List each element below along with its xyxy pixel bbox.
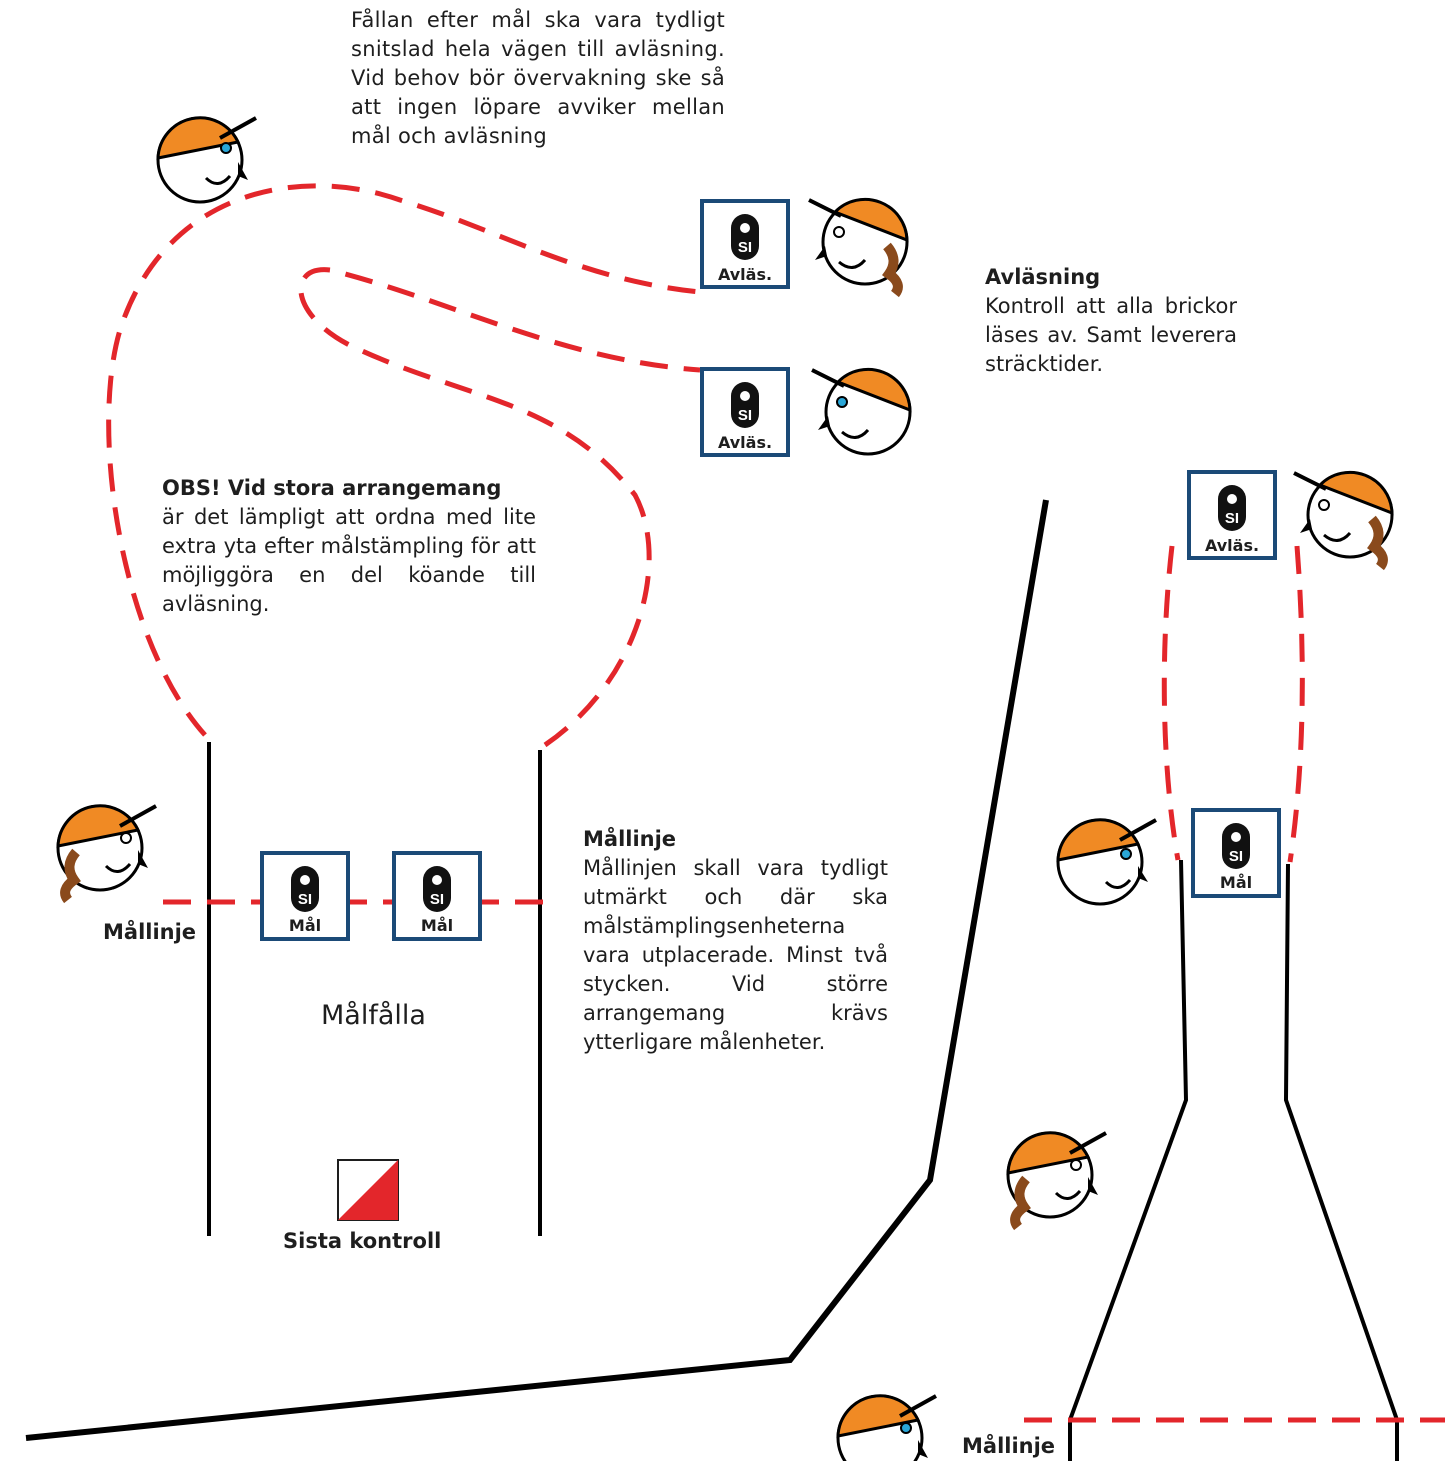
unit-label: Avläs.: [1205, 536, 1259, 555]
si-finish-unit-3: SI Mål: [1191, 808, 1281, 898]
si-text: SI: [738, 407, 752, 424]
trap-inner-tape: [298, 267, 701, 748]
unit-label: Avläs.: [718, 433, 772, 452]
si-text: SI: [738, 239, 752, 256]
arena-boundary: [25, 499, 1049, 1441]
unit-label: Mål: [289, 916, 321, 935]
tape-lines: [106, 183, 1445, 1423]
obs-note-body: är det lämpligt att ordna med lite extra…: [162, 505, 536, 616]
runner-face-icon: [1006, 1131, 1107, 1231]
finish-line-note: Mållinje Mållinjen skall vara tydligt ut…: [583, 825, 888, 1057]
runner-face-icon: [56, 804, 157, 904]
unit-label: Avläs.: [718, 265, 772, 284]
fences: [25, 499, 1399, 1461]
obs-note: OBS! Vid stora arrangemang är det lämpli…: [162, 474, 536, 619]
funnel-right-fence: [1283, 863, 1399, 1461]
si-readout-unit-3: SI Avläs.: [1187, 470, 1277, 560]
si-text: SI: [1225, 510, 1239, 527]
si-text: SI: [1229, 848, 1243, 865]
funnel-left-fence: [1068, 859, 1189, 1461]
readout-note-body: Kontroll att alla brickor läses av. Samt…: [985, 294, 1237, 376]
unit-label: Mål: [1220, 873, 1252, 892]
last-control-label: Sista kontroll: [283, 1229, 442, 1253]
control-flag-icon: [337, 1159, 399, 1221]
obs-note-heading: OBS! Vid stora arrangemang: [162, 476, 502, 500]
finish-pen-label: Målfålla: [321, 1000, 426, 1031]
trap-note-text: Fållan efter mål ska vara tydligt snitsl…: [351, 8, 725, 148]
si-finish-unit-2: SI Mål: [392, 851, 482, 941]
runner-face-icon: [1056, 818, 1157, 906]
trap-note: Fållan efter mål ska vara tydligt snitsl…: [351, 6, 725, 151]
trap-outer-tape: [106, 183, 701, 737]
unit-label: Mål: [421, 916, 453, 935]
readout-note-heading: Avläsning: [985, 265, 1101, 289]
funnel-left-tape: [1161, 545, 1181, 861]
funnel-right-tape: [1287, 545, 1305, 863]
finish-line-label-left: Mållinje: [103, 920, 197, 944]
finish-line-note-body: Mållinjen skall vara tydligt utmärkt och…: [583, 856, 888, 1054]
si-finish-unit-1: SI Mål: [260, 851, 350, 941]
runner-face-icon: [156, 116, 257, 204]
runner-face-icon: [808, 197, 909, 298]
si-readout-unit-1: SI Avläs.: [700, 199, 790, 289]
runner-face-icon: [836, 1394, 937, 1461]
runner-face-icon: [811, 367, 912, 456]
runner-face-icon: [1293, 470, 1394, 571]
finish-line-note-heading: Mållinje: [583, 827, 677, 851]
si-readout-unit-2: SI Avläs.: [700, 367, 790, 457]
si-text: SI: [298, 891, 312, 908]
finish-line-label-right: Mållinje: [962, 1434, 1056, 1458]
si-text: SI: [430, 891, 444, 908]
readout-note: Avläsning Kontroll att alla brickor läse…: [985, 263, 1237, 379]
